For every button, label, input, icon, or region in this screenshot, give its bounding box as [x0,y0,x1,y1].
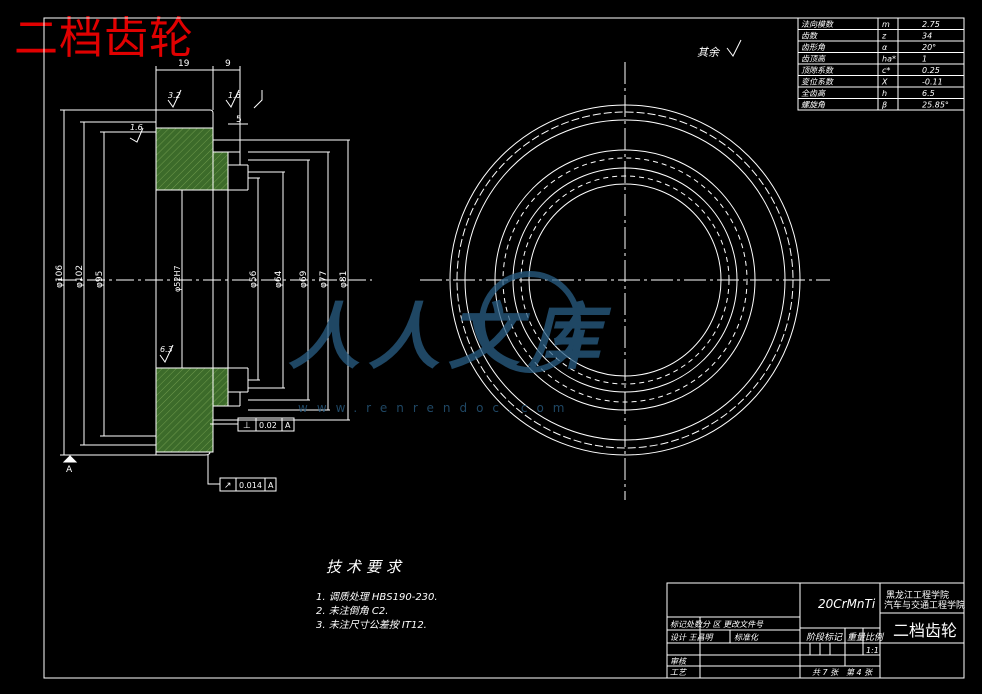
dim-d69: φ69 [299,270,309,288]
tolerance-1-datum: A [285,421,291,430]
param-symbol-7: β [881,101,887,110]
gear-hatch-top [155,127,229,191]
param-label-5: 变位系数 [801,78,834,87]
param-label-4: 顶隙系数 [801,66,834,75]
param-label-6: 全齿高 [801,89,826,98]
dim-d64: φ64 [274,270,284,288]
param-value-7: 25.85° [922,101,949,110]
tech-req-item-3: 3. 未注尺寸公差按 IT12. [316,619,427,631]
dim-d77: φ77 [319,271,329,288]
param-value-0: 2.75 [922,20,940,29]
title-block [666,582,965,679]
param-symbol-1: z [881,32,887,41]
tech-req-item-2: 2. 未注倒角 C2. [316,605,388,617]
roughness-general: 其余 [697,39,742,59]
title-block-school: 黑龙江工程学院 [886,589,949,601]
title-block-process: 工艺 [670,668,687,677]
param-label-1: 齿数 [801,32,818,41]
title-block-stage-mark: 阶段标记 [806,632,843,643]
tolerance-1-symbol: ⊥ [243,421,251,431]
tolerance-2-symbol: ↗ [224,481,232,491]
title-block-scale-value: 1:1 [866,646,879,655]
watermark-text: 人人文库 [288,295,612,379]
param-label-7: 螺旋角 [801,101,826,110]
roughness-value-1: 3.2 [168,91,181,100]
tolerance-2-value: 0.014 [239,481,262,490]
tolerance-frame-2 [207,455,277,492]
dim-d95: φ95 [95,271,105,288]
dim-d106: φ106 [55,265,65,288]
param-symbol-2: α [882,43,888,52]
dim-small-5: 5 [236,115,242,125]
param-label-2: 齿形角 [801,43,826,52]
roughness-value-3: 1.6 [130,123,143,132]
param-label-0: 法向模数 [801,20,834,29]
title-block-scale: 比例 [865,632,885,643]
param-symbol-6: h [882,89,887,98]
tech-req-item-1: 1. 调质处理 HBS190-230. [316,591,438,603]
section-view [58,66,372,456]
dim-top-9: 9 [225,59,231,69]
param-symbol-4: c* [882,66,890,75]
roughness-marks [129,89,263,363]
dim-top-19: 19 [178,59,190,69]
front-view [420,62,830,500]
title-block-part-name: 二档齿轮 [893,621,957,640]
params-table: 法向模数 m 2.75 齿数 z 34 齿形角 α 20° 齿顶高 ha* 1 顶隙系数 c* 0.25 变位… [797,17,965,111]
border-frame [43,17,965,679]
dim-d56: φ56 [249,270,259,288]
tolerance-2-datum: A [268,481,274,490]
gear-hatch-bottom [155,367,229,453]
param-value-2: 20° [922,43,936,52]
param-value-5: -0.11 [922,78,943,87]
datum-marker [62,455,78,463]
param-label-3: 齿顶高 [801,55,826,64]
param-symbol-0: m [882,20,890,29]
title-block-row-marks: 标记处数分 区 更改文件号 [670,620,764,629]
param-value-4: 0.25 [922,66,940,75]
param-value-1: 34 [922,32,932,41]
title-block-sheets: 共 7 张 [812,668,839,677]
title-block-weight: 重量 [847,632,866,643]
title-block-sheet-no: 第 4 张 [846,668,873,677]
roughness-value-2: 1.6 [228,91,241,100]
roughness-general-label: 其余 [697,46,721,59]
datum-label: A [66,465,73,475]
title-block-department: 汽车与交通工程学院 [884,599,965,611]
dim-d81: φ81 [339,271,349,288]
tolerance-frame-1 [210,417,295,432]
param-value-6: 6.5 [922,89,935,98]
title-block-material: 20CrMnTi [818,597,876,611]
title-block-row-std: 标准化 [734,633,759,642]
param-value-3: 1 [922,55,927,64]
tech-requirements-title: 技术要求 [326,558,406,576]
dim-d102: φ102 [75,265,85,288]
watermark: 人人文库 www.renrendoc.com [288,271,612,415]
dim-d52h7: φ52H7 [173,265,182,292]
title-block-row-design: 设计 王昌明 [670,633,715,642]
watermark-url: www.renrendoc.com [298,401,573,415]
roughness-value-4: 6.3 [160,345,173,354]
param-symbol-5: X [881,78,888,87]
title-block-review: 审核 [670,657,688,666]
tolerance-1-value: 0.02 [259,421,277,430]
param-symbol-3: ha* [882,55,896,64]
